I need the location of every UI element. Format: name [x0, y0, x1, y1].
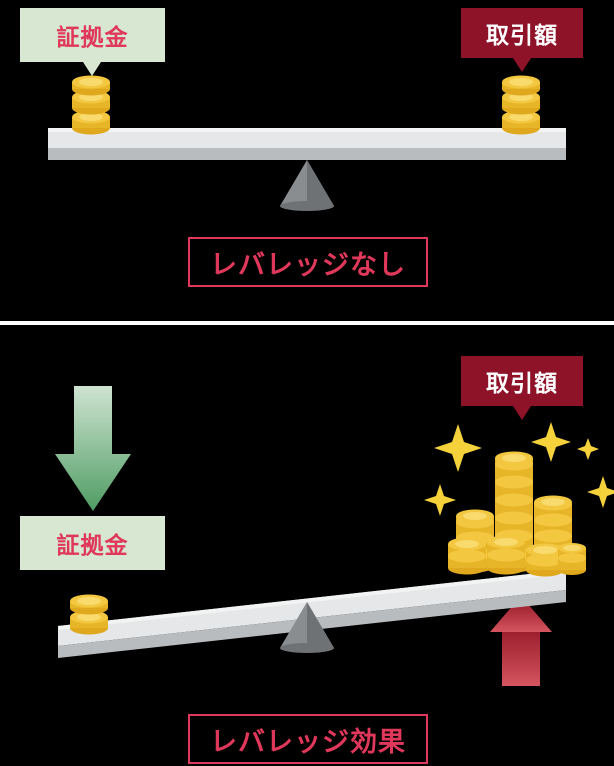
panel-no-leverage: 証拠金 取引額 レバレッジなし [0, 0, 614, 322]
panel-divider [0, 321, 614, 325]
fulcrum [280, 160, 334, 211]
coin-stack-right [502, 75, 540, 135]
coin-stack-left-small [70, 594, 108, 635]
sparkle-icons [424, 422, 614, 516]
label-trade-bottom-pointer-icon [513, 406, 531, 420]
label-trade-top: 取引額 [461, 8, 583, 58]
bottom-panel-graphics [55, 386, 614, 686]
caption-leverage-effect: レバレッジ効果 [188, 714, 428, 764]
coin-pile-right [448, 451, 586, 577]
panel-with-leverage: 証拠金 取引額 レバレッジ効果 [0, 326, 614, 766]
label-trade-top-pointer-icon [513, 58, 531, 72]
caption-no-leverage: レバレッジなし [188, 237, 428, 287]
green-down-arrow-icon [55, 386, 131, 511]
red-up-arrow-icon [490, 596, 552, 686]
label-trade-bottom: 取引額 [461, 356, 583, 406]
top-panel-graphics [48, 75, 566, 211]
label-margin-top-pointer-icon [83, 62, 101, 76]
label-margin-bottom: 証拠金 [20, 516, 165, 570]
balance-beam-level [48, 128, 566, 160]
label-margin-top: 証拠金 [20, 8, 165, 62]
fulcrum [280, 602, 334, 653]
coin-stack-left [72, 75, 110, 135]
